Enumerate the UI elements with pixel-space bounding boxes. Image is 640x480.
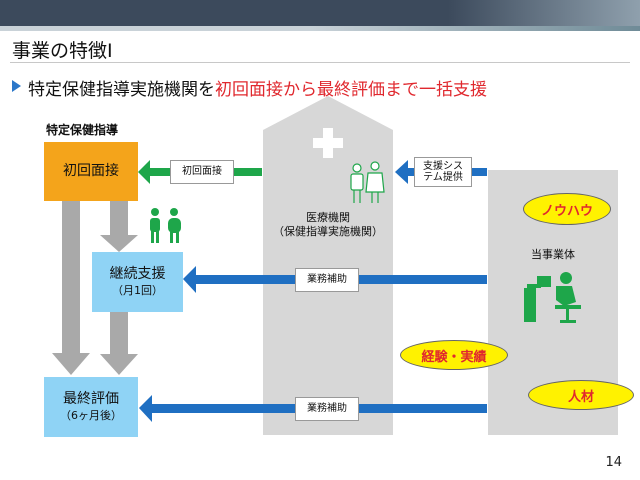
final-evaluation-box: 最終評価 （6ヶ月後） bbox=[44, 377, 138, 437]
tag-business-support-2: 業務補助 bbox=[295, 397, 359, 421]
tag-business-support-1: 業務補助 bbox=[295, 268, 359, 292]
oval-talent: 人材 bbox=[528, 380, 634, 410]
tag-system-line1: 支援シス bbox=[423, 160, 463, 172]
tag-system-line2: テム提供 bbox=[423, 172, 463, 183]
medical-staff-icon bbox=[350, 161, 385, 203]
title-divider bbox=[10, 62, 630, 63]
hospital-label: 医療機関 （保健指導実施機関） bbox=[268, 211, 388, 240]
office-worker-icon bbox=[524, 272, 581, 323]
continuing-support-frequency: （月1回） bbox=[112, 283, 163, 297]
final-evaluation-label: 最終評価 bbox=[63, 391, 119, 408]
gray-arrow-left bbox=[52, 201, 90, 375]
slide-subtitle: 特定保健指導実施機関を初回面接から最終評価まで一括支援 bbox=[28, 75, 487, 100]
gray-arrow-mid-lower bbox=[100, 312, 138, 375]
slide-title: 事業の特徴Ⅰ bbox=[12, 40, 113, 62]
header-bar bbox=[0, 0, 640, 26]
oval-knowhow: ノウハウ bbox=[523, 193, 611, 225]
hospital-name: 医療機関 bbox=[306, 211, 350, 224]
final-evaluation-timing: （6ヶ月後） bbox=[60, 408, 122, 422]
initial-interview-label: 初回面接 bbox=[63, 162, 119, 179]
bullet-triangle-icon bbox=[12, 80, 21, 92]
subtitle-highlight: 初回面接から最終評価まで一括支援 bbox=[215, 80, 487, 100]
hospital-cross-icon-bar bbox=[313, 138, 343, 148]
page-number: 14 bbox=[605, 455, 622, 470]
gray-arrow-mid-upper bbox=[100, 201, 138, 252]
continuing-support-label: 継続支援 bbox=[109, 266, 166, 283]
tag-system-provision: 支援シス テム提供 bbox=[414, 157, 472, 187]
oval-experience: 経験・実績 bbox=[400, 340, 508, 370]
initial-interview-box: 初回面接 bbox=[44, 142, 138, 201]
patients-icon bbox=[150, 208, 181, 243]
header-stripe-accent bbox=[310, 26, 640, 31]
hospital-roof bbox=[263, 96, 393, 130]
subtitle-prefix: 特定保健指導実施機関を bbox=[28, 80, 215, 100]
continuing-support-box: 継続支援 （月1回） bbox=[92, 252, 183, 312]
tag-initial-interview: 初回面接 bbox=[170, 160, 234, 184]
organization-label: 当事業体 bbox=[531, 248, 575, 261]
section-label: 特定保健指導 bbox=[46, 123, 119, 137]
hospital-role: （保健指導実施機関） bbox=[273, 225, 383, 239]
